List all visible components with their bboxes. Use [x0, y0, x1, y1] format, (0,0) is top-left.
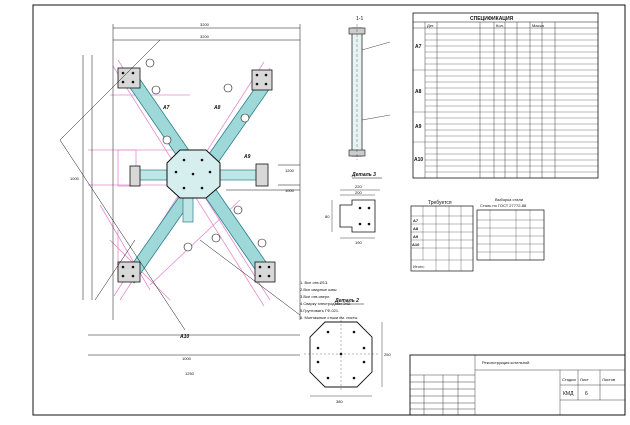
spec-mark-a9: А9: [415, 124, 422, 130]
spec-mark-a7: А7: [415, 44, 422, 50]
title-sheet-label: Лист: [580, 377, 589, 382]
req-mark-a7: А7: [413, 218, 419, 223]
req-mark-a9: А9: [413, 234, 419, 239]
spec-title: СПЕЦИФИКАЦИЯ: [470, 16, 514, 22]
sheet-frame: [32, 4, 626, 416]
spec-mark-a8: А8: [415, 89, 422, 95]
detail3-plate: [339, 199, 376, 233]
label-a9: А9: [243, 154, 251, 160]
req-total: Итого:: [413, 264, 425, 269]
notes: 1. Все отв.Ø13. 2.Все сварные швы 3.Все …: [300, 280, 358, 320]
title-stage-label: Стадия: [562, 377, 576, 382]
dim-bottom-2: 1250: [185, 371, 195, 376]
label-a10: А10: [179, 334, 189, 340]
detail2-dim-1: 380: [336, 399, 343, 404]
title-sheet-code: КМД: [563, 391, 574, 397]
dim-right-2: 1000: [285, 188, 295, 193]
title-project: Реконструкция котельной: [482, 360, 529, 365]
callout-bubbles: [145, 58, 267, 252]
note-1: 1. Все отв.Ø13.: [300, 280, 328, 285]
steel-title: Выборка стали: [495, 197, 523, 202]
spec-head-1: Дет.: [427, 23, 434, 28]
detail3-dim-1: 220: [355, 184, 362, 189]
detail3-title: Деталь 3: [351, 172, 376, 178]
req-mark-a10: А10: [412, 242, 420, 247]
detail3-dim-2: 200: [355, 190, 362, 195]
spec-head-3: Масса: [532, 23, 545, 28]
dim-bottom-1: 1000: [182, 356, 192, 361]
note-5: 5.Грунтовать ГФ-021.: [300, 308, 339, 313]
label-a8: А8: [213, 105, 221, 111]
spec-table: СПЕЦИФИКАЦИЯ А7 А: [412, 12, 599, 179]
required-title: Требуется: [428, 200, 452, 206]
steel-table: Выборка стали Сталь по ГОСТ 27772-88: [476, 197, 545, 261]
detail-2: Деталь 2 380 250: [304, 298, 391, 404]
section-1-1: 1-1: [348, 16, 391, 160]
required-table: Требуется А7 А8 А9 А10 Итого:: [410, 200, 474, 272]
bolt-holes: [121, 71, 271, 278]
dim-top-1: 3200: [200, 22, 210, 27]
steel-subtitle: Сталь по ГОСТ 27772-88: [480, 203, 527, 208]
detail3-dim-4: 80: [325, 214, 330, 219]
plan-dimensions: [59, 24, 301, 356]
note-6: 6. Монтажные стыки см. листы: [300, 315, 358, 320]
title-block: Реконструкция котельной Стадия Лист Лист…: [409, 354, 626, 416]
plan-view: А7 А8 А9 А10 3200 3200 1000 1250 1200 10…: [59, 22, 301, 376]
dim-right-1: 1200: [285, 168, 295, 173]
spec-mark-a10: А10: [414, 157, 423, 163]
section-label: 1-1: [356, 16, 363, 22]
note-2: 2.Все сварные швы: [300, 287, 337, 292]
title-sheet-number: 6: [585, 391, 588, 397]
dim-left-1: 1000: [70, 176, 80, 181]
req-mark-a8: А8: [413, 226, 419, 231]
spec-head-2: Кол.: [496, 23, 504, 28]
note-3: 3.Все отв.сверл.: [300, 294, 330, 299]
dim-top-2: 3200: [200, 34, 210, 39]
note-4: 4.Сварку электродами Э42.: [300, 301, 351, 306]
label-a7: А7: [162, 105, 170, 111]
detail2-title: Деталь 2: [334, 298, 359, 304]
detail-3: Деталь 3 220 200 190 80: [325, 172, 382, 245]
detail3-dim-3: 190: [355, 240, 362, 245]
title-sheets-label: Листов: [602, 377, 615, 382]
detail2-dim-2: 250: [384, 352, 391, 357]
